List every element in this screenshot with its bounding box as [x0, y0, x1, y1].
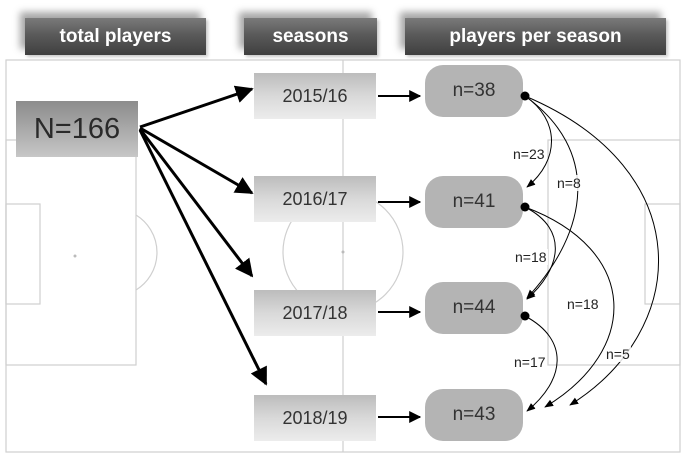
flow-label-2017-18-to-2018-19: n=17: [513, 354, 547, 370]
season-box-2017-18: 2017/18: [254, 290, 376, 336]
flow-label-2016-17-to-2017-18: n=18: [514, 249, 548, 265]
count-pill-2016-17: n=41: [425, 176, 523, 228]
season-box-2015-16: 2015/16: [254, 73, 376, 119]
header-players-per-season: players per season: [405, 18, 666, 55]
flow-label-2015-16-to-2016-17: n=23: [512, 146, 546, 162]
flow-label-2015-16-to-2018-19: n=5: [605, 346, 631, 362]
count-pill-2018-19: n=43: [425, 389, 523, 441]
count-pill-2017-18: n=44: [425, 282, 523, 334]
flow-label-2015-16-to-2017-18: n=8: [556, 175, 582, 191]
header-total-players: total players: [25, 18, 206, 55]
header-seasons: seasons: [244, 18, 377, 55]
total-players-box: N=166: [16, 101, 138, 157]
flow-label-2016-17-to-2018-19: n=18: [566, 296, 600, 312]
season-box-2018-19: 2018/19: [254, 395, 376, 441]
count-pill-2015-16: n=38: [425, 65, 523, 117]
season-box-2016-17: 2016/17: [254, 176, 376, 222]
